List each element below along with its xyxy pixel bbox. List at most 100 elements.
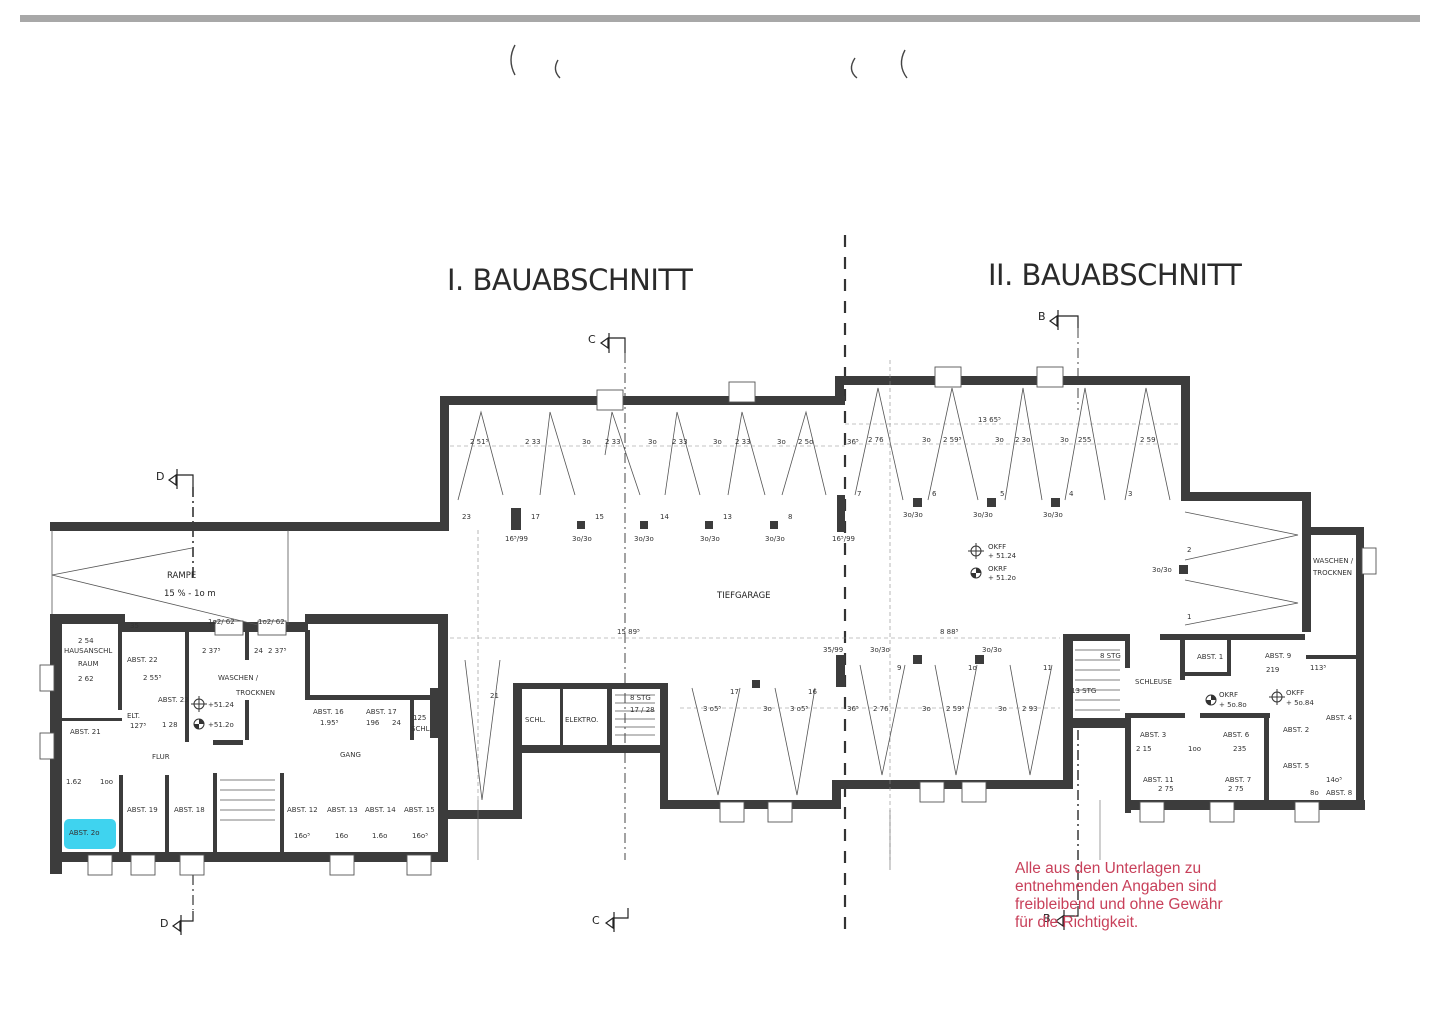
svg-text:C: C [588, 333, 596, 346]
room-waschen-left: WASCHEN / [218, 674, 259, 682]
svg-text:7: 7 [857, 490, 861, 498]
svg-text:9: 9 [897, 664, 901, 672]
level-marker-okrf-right: OKRF + 5o.8o [1205, 691, 1247, 709]
svg-text:3o/3o: 3o/3o [1043, 511, 1063, 519]
room-abst-11: ABST. 11 [1143, 776, 1174, 784]
room-abst-8: ABST. 8 [1326, 789, 1352, 797]
room-abst-7: ABST. 7 [1225, 776, 1251, 784]
svg-text:3o: 3o [1060, 436, 1069, 444]
svg-text:3o: 3o [777, 438, 786, 446]
svg-text:36⁵: 36⁵ [847, 705, 859, 713]
room-abst-6: ABST. 6 [1223, 731, 1250, 739]
svg-text:3o: 3o [998, 705, 1007, 713]
level-marker-okrf-left: +51.2o [193, 718, 234, 730]
svg-text:+ 5o.8o: + 5o.8o [1219, 701, 1247, 709]
svg-text:35: 35 [130, 622, 139, 630]
parking-stalls-bottom [464, 659, 1053, 801]
ramp-label: RAMPE [167, 571, 196, 581]
room-abst-22: ABST. 22 [127, 656, 158, 664]
svg-text:OKFF: OKFF [988, 543, 1006, 551]
svg-text:3o: 3o [713, 438, 722, 446]
svg-text:16o⁵: 16o⁵ [412, 832, 428, 840]
room-abst-12: ABST. 12 [287, 806, 318, 814]
svg-text:TROCKNEN: TROCKNEN [1312, 569, 1352, 577]
walls [50, 376, 1365, 874]
svg-text:B: B [1038, 310, 1046, 323]
room-flur: FLUR [152, 753, 170, 761]
svg-text:2 59⁵: 2 59⁵ [946, 705, 965, 713]
dim-overall-left: 15 89⁵ [617, 628, 640, 636]
room-hausanschl: HAUSANSCHL [64, 647, 112, 655]
room-schleuse: SCHLEUSE [1135, 678, 1172, 686]
room-abst-9: ABST. 9 [1265, 652, 1291, 660]
svg-text:1 28: 1 28 [162, 721, 178, 729]
svg-text:2 55⁵: 2 55⁵ [143, 674, 162, 682]
svg-text:5: 5 [1000, 490, 1004, 498]
parking-pillars-top-left [511, 508, 778, 530]
svg-text:OKFF: OKFF [1286, 689, 1304, 697]
svg-text:B: B [1043, 912, 1051, 925]
room-abst-13: ABST. 13 [327, 806, 358, 814]
svg-text:4: 4 [1069, 490, 1074, 498]
svg-text:8o: 8o [1310, 789, 1319, 797]
level-marker-okff-mid: OKFF + 51.24 [968, 543, 1017, 560]
svg-text:3o: 3o [763, 705, 772, 713]
svg-text:TROCKNEN: TROCKNEN [235, 689, 275, 697]
svg-text:C: C [592, 914, 600, 927]
svg-text:24: 24 [254, 647, 263, 655]
svg-text:2 76: 2 76 [873, 705, 889, 713]
room-abst-18: ABST. 18 [174, 806, 205, 814]
svg-text:6: 6 [932, 490, 937, 498]
room-abst-1: ABST. 1 [1197, 653, 1223, 661]
disclaimer-line-2: entnehmenden Angaben sind [1015, 878, 1217, 895]
svg-text:RAUM: RAUM [78, 660, 99, 668]
svg-text:3o/3o: 3o/3o [700, 535, 720, 543]
svg-text:127⁵: 127⁵ [130, 722, 146, 730]
dimension-ticks-bottom [477, 800, 1101, 870]
svg-text:1o2/ 62: 1o2/ 62 [208, 618, 235, 626]
svg-text:2 33: 2 33 [605, 438, 621, 446]
right-wing: 8 STG 13 STG SCHLEUSE ABST. 1 ABST. 9 21… [1071, 557, 1354, 797]
svg-text:+ 5o.84: + 5o.84 [1286, 699, 1314, 707]
svg-text:2 37⁵: 2 37⁵ [268, 647, 287, 655]
svg-text:+ 51.2o: + 51.2o [988, 574, 1016, 582]
svg-text:2 3o: 2 3o [1015, 436, 1030, 444]
parking-pillars-bottom [752, 655, 984, 688]
svg-text:24: 24 [392, 719, 401, 727]
disclaimer-line-1: Alle aus den Unterlagen zu [1015, 860, 1202, 877]
svg-text:2 93: 2 93 [1022, 705, 1038, 713]
svg-text:23: 23 [462, 513, 471, 521]
svg-text:2 76: 2 76 [868, 436, 884, 444]
svg-text:36⁵: 36⁵ [847, 438, 859, 446]
svg-text:3o/3o: 3o/3o [982, 646, 1002, 654]
room-gang: GANG [340, 751, 361, 759]
section-marker-c-bottom: C [592, 908, 629, 932]
svg-text:3o/3o: 3o/3o [765, 535, 785, 543]
room-abst-19: ABST. 19 [127, 806, 158, 814]
svg-text:+ 51.24: + 51.24 [988, 552, 1017, 560]
svg-text:+51.2o: +51.2o [208, 721, 234, 729]
room-abst-23: ABST. 23 [158, 696, 189, 704]
room-abst-3: ABST. 3 [1140, 731, 1166, 739]
svg-text:2 37⁵: 2 37⁵ [202, 647, 221, 655]
section-2-title: II. BAUABSCHNITT [988, 258, 1242, 292]
svg-text:3o: 3o [995, 436, 1004, 444]
room-elektro: ELEKTRO. [565, 716, 598, 724]
svg-text:1: 1 [1187, 613, 1191, 621]
parking-stalls-top-right [854, 387, 1299, 626]
svg-text:D: D [160, 917, 168, 930]
svg-text:17: 17 [730, 688, 739, 696]
room-tiefgarage: TIEFGARAGE [716, 591, 771, 601]
disclaimer-line-3: freibleibend und ohne Gewähr [1015, 896, 1223, 913]
room-abst-15: ABST. 15 [404, 806, 435, 814]
svg-text:3o: 3o [922, 436, 931, 444]
level-marker-okrf-mid: OKRF + 51.2o [970, 565, 1016, 582]
svg-text:113⁵: 113⁵ [1310, 664, 1326, 672]
room-schl-left: SCHL. [411, 725, 432, 733]
dim-overall-right: 8 88⁵ [940, 628, 959, 636]
svg-text:219: 219 [1266, 666, 1279, 674]
disclaimer-note: Alle aus den Unterlagen zu entnehmenden … [1015, 860, 1315, 932]
section-marker-d-bottom: D [160, 911, 194, 935]
svg-text:2 33: 2 33 [672, 438, 688, 446]
